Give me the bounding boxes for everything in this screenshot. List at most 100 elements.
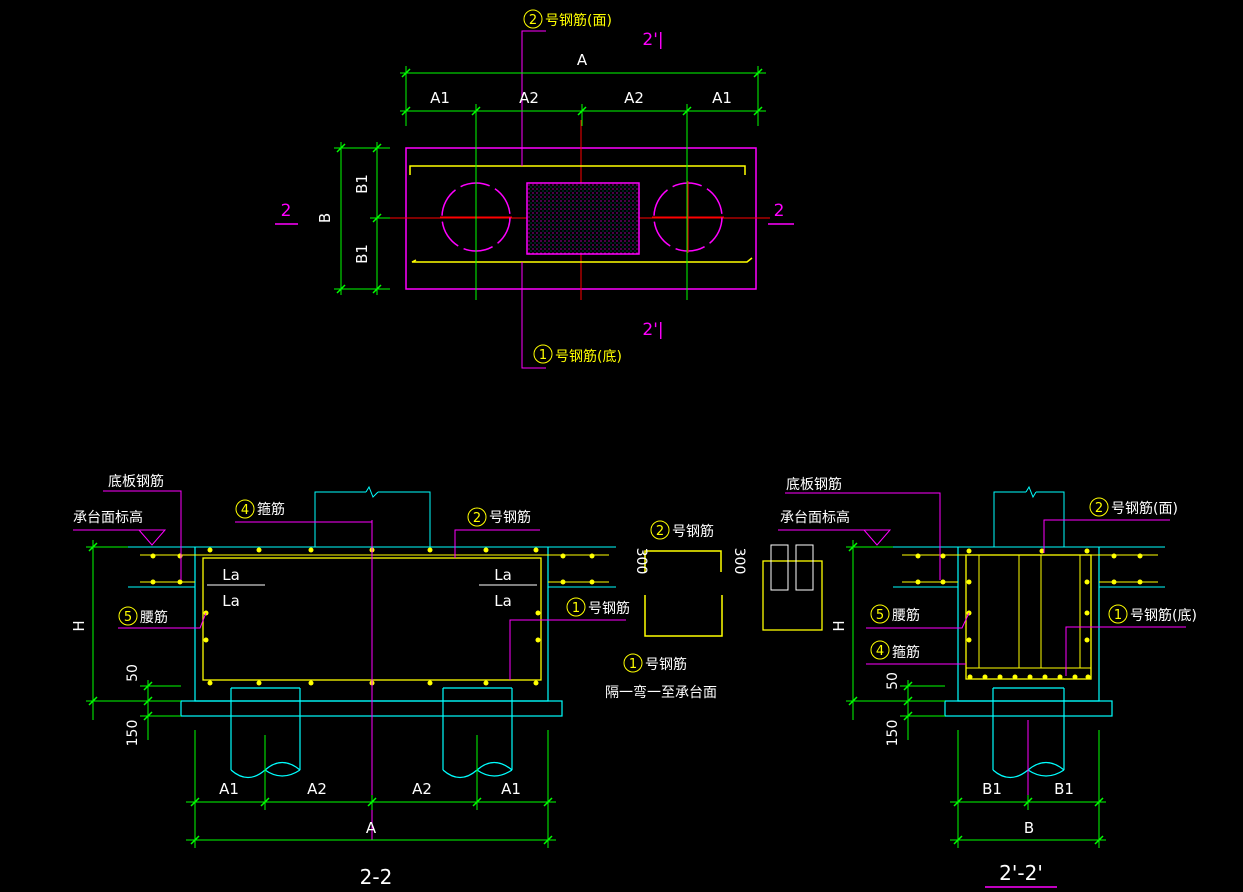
s2p-rebar2-num: 2 — [1095, 501, 1103, 516]
s22-title: 2-2 — [360, 865, 393, 889]
detail-note: 隔一弯一至承台面 — [605, 684, 717, 701]
s22-stirrup-num: 4 — [241, 503, 249, 518]
s2p-waist-marker — [870, 604, 890, 624]
s2p-column-right — [1036, 491, 1065, 547]
s2p-label-rebar2: 号钢筋(面) — [1111, 500, 1178, 517]
plan-rebar2-marker — [523, 9, 543, 29]
s2p-rebar-dots — [915, 548, 1143, 680]
s2p-stirrup-marker — [870, 640, 890, 660]
plan-leader-rebar1 — [521, 262, 546, 369]
detail-rebar1-marker — [623, 653, 643, 673]
detail-rebar1-shape — [644, 595, 723, 637]
s22-waist-num: 5 — [124, 610, 132, 625]
s2p-stirrup-num: 4 — [876, 644, 884, 659]
plan-section-2p-top: 2'| — [642, 30, 663, 50]
plan-dim-B: B — [316, 213, 334, 223]
s22-leader-rebar1 — [509, 619, 626, 680]
detail-stirrup-b — [795, 544, 814, 591]
detail-rebar1-num: 1 — [629, 657, 637, 672]
s22-leader-rebar2 — [454, 529, 540, 558]
s22-label-slab-rebar: 底板钢筋 — [108, 473, 164, 490]
s22-rebar2-num: 2 — [473, 511, 481, 526]
s22-label-rebar2: 号钢筋 — [489, 509, 531, 526]
s2p-label-stirrup: 箍筋 — [892, 644, 920, 661]
detail-stirrup-a — [770, 544, 789, 591]
s22-dim-A: A — [366, 819, 377, 837]
s2p-rebar2-marker — [1089, 497, 1109, 517]
s22-leader-waist — [118, 612, 207, 629]
s22-leader-elevation — [73, 529, 167, 546]
plan-view: 2 号钢筋(面) 1 号钢筋(底) A A1 A2 A2 A1 — [275, 9, 794, 369]
plan-dim-B1-bottom: B1 — [353, 244, 371, 264]
s2p-rebar1-num: 1 — [1114, 608, 1122, 623]
s22-la-3: La — [494, 566, 512, 584]
plan-bottom-rebar — [411, 257, 753, 263]
plan-dim-A1-left: A1 — [430, 89, 450, 107]
s2p-leader-slab — [785, 492, 941, 580]
detail-rebar2-marker — [650, 520, 670, 540]
s22-break-mark — [365, 485, 379, 498]
plan-rebar2-label: 号钢筋(面) — [545, 12, 612, 29]
plan-ticks-left — [336, 143, 382, 294]
detail-dim-300-left: 300 — [633, 548, 649, 575]
s22-stirrup-marker — [235, 499, 255, 519]
plan-rebar1-marker — [533, 344, 553, 364]
s2p-label-elevation: 承台面标高 — [780, 509, 850, 526]
s2p-leader-rebar1 — [1065, 626, 1186, 676]
s2p-dim-150: 150 — [885, 720, 901, 747]
s22-rebar1-marker — [566, 597, 586, 617]
s2p-inner-stirrups — [966, 555, 1091, 669]
s22-ticks-v — [88, 542, 153, 721]
s22-rebar1-num: 1 — [572, 601, 580, 616]
s2p-column-left — [993, 491, 1026, 547]
s22-dim-A1-right: A1 — [501, 780, 521, 798]
s2p-ticks-v — [848, 542, 913, 721]
s22-waist-marker — [118, 606, 138, 626]
plan-rebar1-num: 1 — [539, 348, 547, 363]
s2p-leader-waist — [866, 612, 970, 629]
s22-rebar-dots — [150, 547, 595, 686]
s22-rebar2-marker — [467, 507, 487, 527]
s2p-label-rebar1: 号钢筋(底) — [1130, 607, 1197, 624]
s22-label-elevation: 承台面标高 — [73, 509, 143, 526]
s22-dim-A2-right: A2 — [412, 780, 432, 798]
s22-leader-slab — [103, 490, 182, 580]
s22-dim-H: H — [70, 620, 88, 631]
plan-top-rebar — [409, 165, 746, 175]
plan-column-hatch — [526, 182, 640, 255]
detail-rebar1-label: 号钢筋 — [645, 656, 687, 673]
s22-la-2: La — [222, 592, 240, 610]
plan-dim-A2-left: A2 — [519, 89, 539, 107]
plan-dim-A1-right: A1 — [712, 89, 732, 107]
s2p-label-waist: 腰筋 — [892, 607, 920, 624]
s22-leader-stirrup — [235, 521, 373, 683]
plan-dim-A2-right: A2 — [624, 89, 644, 107]
s22-column-left — [314, 491, 366, 547]
plan-rebar2-num: 2 — [529, 13, 537, 28]
s22-dim-A1-left: A1 — [219, 780, 239, 798]
s2p-ticks-h — [953, 797, 1104, 845]
s2p-dim-H: H — [830, 620, 848, 631]
s2p-dim-B1-left: B1 — [982, 780, 1002, 798]
s22-la-4: La — [494, 592, 512, 610]
s22-dim-ext — [194, 730, 549, 848]
detail-rebar2-label: 号钢筋 — [672, 523, 714, 540]
detail-stirrup-outer — [762, 560, 823, 631]
s22-dim-150: 150 — [125, 720, 141, 747]
plan-section-2p-bottom: 2'| — [642, 320, 663, 340]
s22-dim-A2-left: A2 — [307, 780, 327, 798]
section-2p-2p: 底板钢筋 承台面标高 2 号钢筋(面) 5 腰筋 1 号钢筋(底) 4 箍筋 H… — [778, 476, 1197, 888]
section-2-2: La La La La 底板钢筋 承台面标高 4 箍筋 2 号钢筋 5 腰筋 1… — [70, 473, 630, 889]
s2p-leader-rebar2 — [1043, 519, 1170, 553]
detail-dim-300-right: 300 — [731, 548, 747, 575]
plan-section-2-left: 2 — [281, 201, 292, 221]
plan-ticks — [401, 68, 763, 116]
plan-dim-B1-top: B1 — [353, 174, 371, 194]
plan-dim-A: A — [577, 51, 588, 69]
s22-dim-50: 50 — [125, 664, 141, 682]
s22-ticks-h — [190, 797, 553, 845]
s2p-dim-B1-right: B1 — [1054, 780, 1074, 798]
plan-leader-rebar2 — [521, 30, 546, 166]
s22-column-right — [378, 491, 431, 547]
